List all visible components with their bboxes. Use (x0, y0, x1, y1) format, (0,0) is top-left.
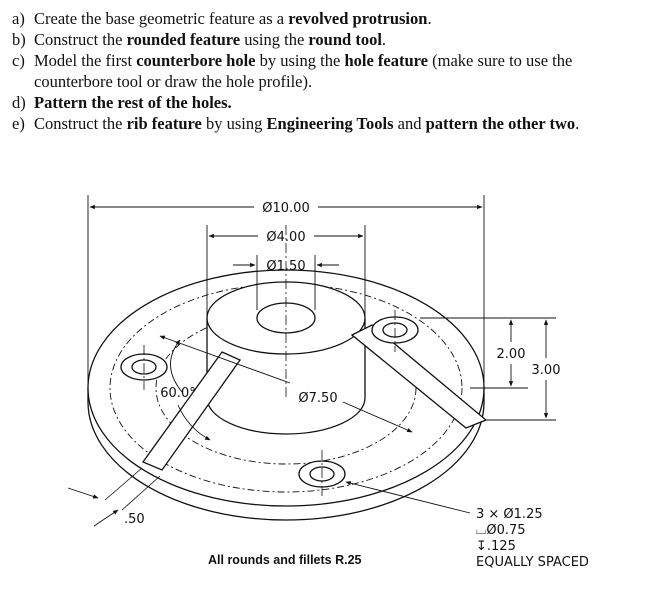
dim-bolt-circle: Ø7.50 (159, 335, 413, 433)
dim-angle: 60.0° (160, 339, 211, 441)
step-text: Pattern the rest of the holes. (34, 92, 652, 113)
dim-height-total: 3.00 (532, 319, 561, 419)
step-e: e) Construct the rib feature by using En… (12, 113, 652, 134)
text-run: by using (201, 114, 267, 133)
step-label: e) (12, 114, 25, 133)
step-text: Create the base geometric feature as a r… (34, 8, 652, 29)
text-run: by using the (255, 51, 345, 70)
step-text: Model the first counterbore hole by usin… (34, 50, 652, 92)
dim-label: Ø1.50 (266, 259, 305, 274)
hole-note-line-3: ↧.125 (476, 539, 516, 554)
hole-note-line-1: 3 × Ø1.25 (476, 507, 543, 522)
text-run: Construct the (34, 30, 127, 49)
bold-term: Pattern the rest of the holes. (34, 93, 232, 112)
hole-note-line-4: EQUALLY SPACED (476, 555, 589, 570)
step-label: d) (12, 93, 26, 112)
dim-label: .50 (124, 512, 145, 527)
dim-label: 60.0° (160, 386, 195, 401)
dim-label: Ø10.00 (262, 201, 309, 216)
step-text: Construct the rib feature by using Engin… (34, 113, 652, 134)
step-a: a) Create the base geometric feature as … (12, 8, 652, 29)
text-run: using the (240, 30, 309, 49)
dim-height-boss: 2.00 (497, 319, 526, 387)
step-label: c) (12, 51, 25, 70)
dim-diameter-boss: Ø4.00 (208, 230, 364, 245)
rounds-fillets-caption: All rounds and fillets R.25 (208, 553, 362, 567)
bold-term: pattern the other two (425, 114, 576, 133)
hole-callout: 3 × Ø1.25 ⌴Ø0.75 ↧.125 EQUALLY SPACED (345, 481, 589, 570)
bold-term: round tool (308, 30, 382, 49)
bold-term: Engineering Tools (266, 114, 394, 133)
text-run: . (427, 9, 432, 28)
dim-diameter-outer: Ø10.00 (89, 201, 483, 216)
text-run: Construct the (34, 114, 127, 133)
instruction-list: a) Create the base geometric feature as … (12, 8, 652, 134)
bold-term: rib feature (126, 114, 202, 133)
extension-lines (87, 195, 556, 421)
bold-term: revolved protrusion (288, 9, 428, 28)
dim-label: 3.00 (532, 363, 561, 378)
step-c: c) Model the first counterbore hole by u… (12, 50, 652, 92)
bold-term: hole feature (344, 51, 428, 70)
dim-label: 2.00 (497, 347, 526, 362)
dim-rib-thickness: .50 (67, 467, 161, 527)
dim-diameter-center: Ø1.50 (233, 259, 339, 274)
hole-note-line-2: ⌴Ø0.75 (476, 523, 526, 538)
rib-left (141, 351, 241, 471)
dim-label: Ø7.50 (298, 391, 337, 406)
dim-label: Ø4.00 (266, 230, 305, 245)
text-run: Model the first (34, 51, 137, 70)
step-text: Construct the rounded feature using the … (34, 29, 652, 50)
step-d: d) Pattern the rest of the holes. (12, 92, 652, 113)
center-lines (143, 225, 396, 498)
counterbore-holes (120, 316, 419, 488)
text-run: and (393, 114, 426, 133)
text-run: . (381, 30, 387, 49)
bold-term: counterbore hole (136, 51, 256, 70)
step-label: a) (12, 9, 25, 28)
text-run: . (575, 114, 580, 133)
text-run: (make sure to use the counterbore tool o… (34, 51, 573, 91)
bold-term: rounded feature (126, 30, 241, 49)
step-label: b) (12, 30, 26, 49)
text-run: Create the base geometric feature as a (34, 9, 289, 28)
step-b: b) Construct the rounded feature using t… (12, 29, 652, 50)
